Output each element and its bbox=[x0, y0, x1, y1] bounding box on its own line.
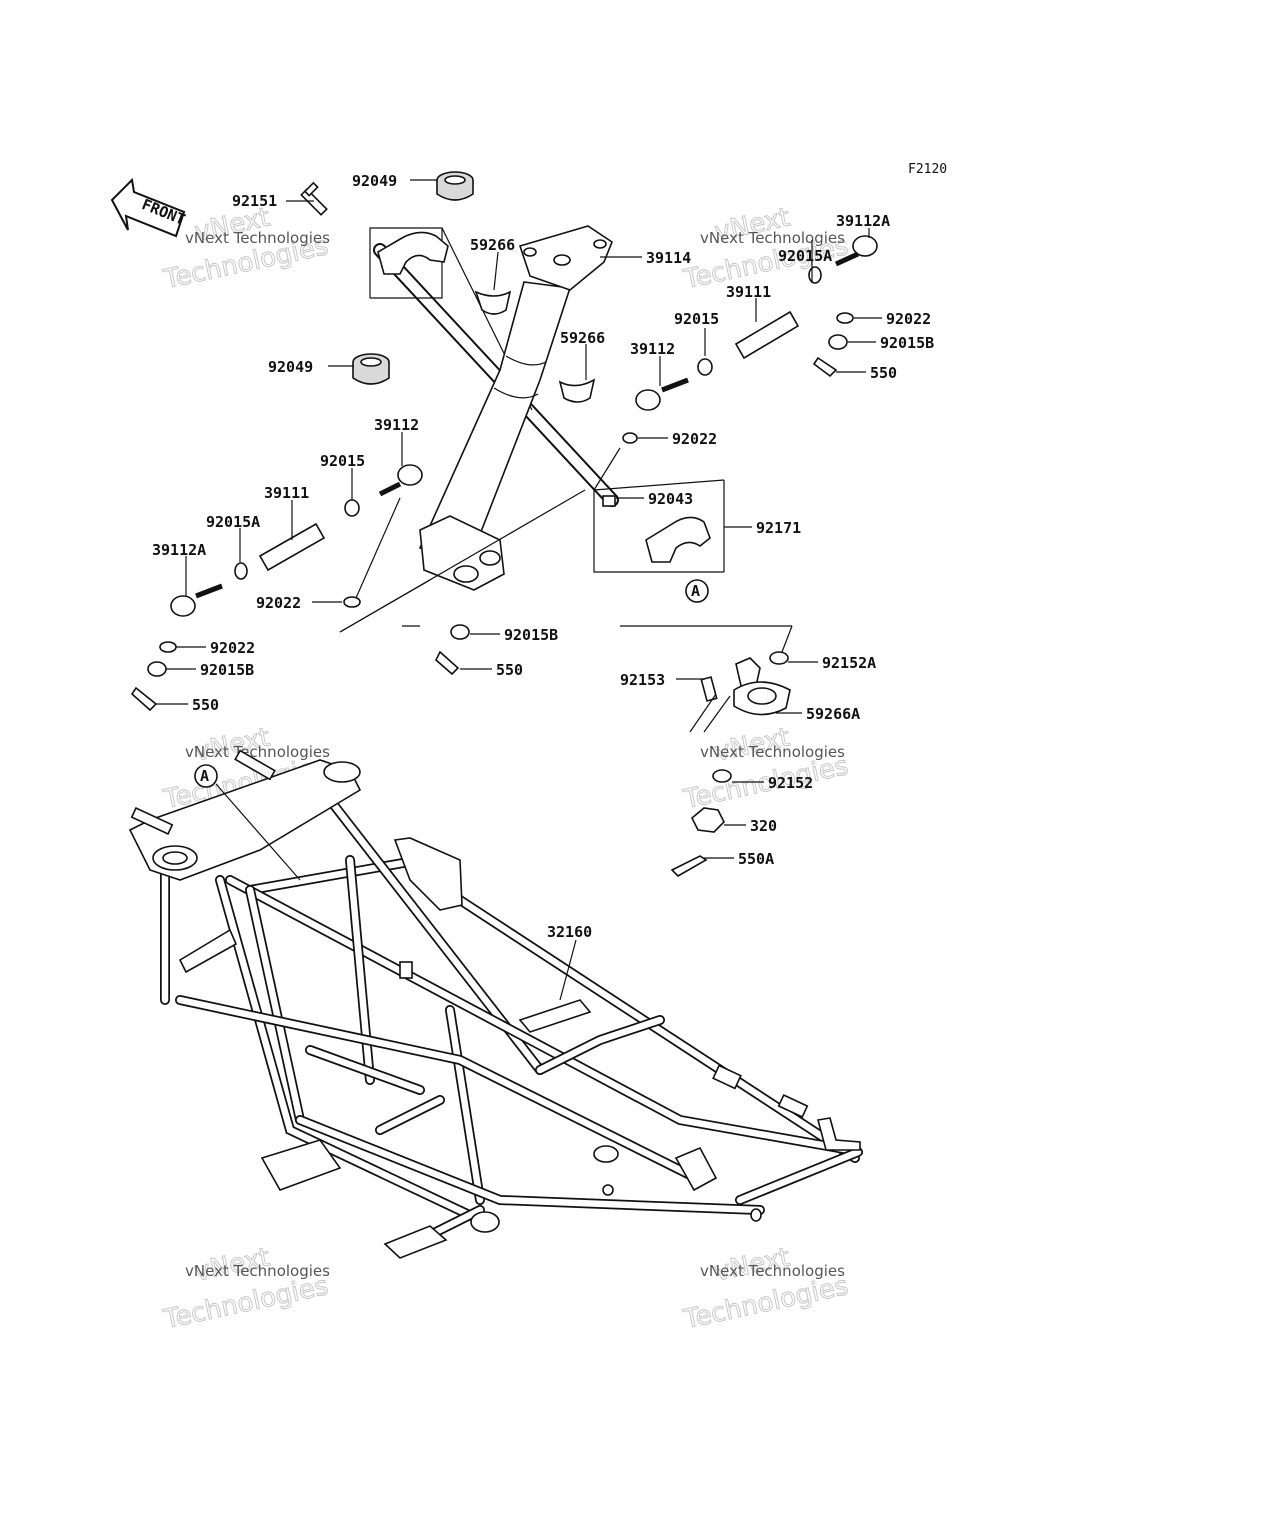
label-32160: 32160 bbox=[547, 923, 592, 941]
label-59266-top: 59266 bbox=[470, 236, 515, 254]
ref-a-lower: A bbox=[200, 767, 209, 785]
label-320: 320 bbox=[750, 817, 777, 835]
svg-text:Technologies: Technologies bbox=[160, 1271, 331, 1335]
label-92015-left: 92015 bbox=[320, 452, 365, 470]
label-39112A-right: 39112A bbox=[836, 212, 890, 230]
label-92022-left: 92022 bbox=[256, 594, 301, 612]
diagram-code: F2120 bbox=[908, 162, 947, 177]
label-39111-left: 39111 bbox=[264, 484, 309, 502]
steering-stem-drawing: A bbox=[130, 171, 878, 712]
label-92015A-right: 92015A bbox=[778, 247, 832, 265]
label-550-left: 550 bbox=[192, 696, 219, 714]
svg-text:Technologies: Technologies bbox=[680, 1271, 851, 1335]
label-92151: 92151 bbox=[232, 192, 277, 210]
watermark-bottom-right: vNext Technologies bbox=[680, 1242, 852, 1336]
watermark-caption-4: vNext Technologies bbox=[700, 743, 845, 761]
label-550A: 550A bbox=[738, 850, 774, 868]
label-92015B-mid: 92015B bbox=[504, 626, 558, 644]
watermark-caption-5: vNext Technologies bbox=[185, 1262, 330, 1280]
watermark-caption-6: vNext Technologies bbox=[700, 1262, 845, 1280]
label-92043: 92043 bbox=[648, 490, 693, 508]
watermark-caption-3: vNext Technologies bbox=[185, 743, 330, 761]
label-59266-mid: 59266 bbox=[560, 329, 605, 347]
main-frame-drawing: A bbox=[128, 749, 863, 1259]
watermark-caption-1: vNext Technologies bbox=[185, 229, 330, 247]
label-39112-left: 39112 bbox=[374, 416, 419, 434]
mount-parts-drawing bbox=[670, 651, 791, 877]
ref-a-upper: A bbox=[691, 582, 700, 600]
label-92015B-left: 92015B bbox=[200, 661, 254, 679]
watermark-mid-right: vNext Technologies bbox=[680, 722, 852, 816]
label-92015A-left: 92015A bbox=[206, 513, 260, 531]
label-92022-right: 92022 bbox=[886, 310, 931, 328]
label-92015B-right: 92015B bbox=[880, 334, 934, 352]
label-92022-leftlow: 92022 bbox=[210, 639, 255, 657]
label-92152: 92152 bbox=[768, 774, 813, 792]
label-550-mid: 550 bbox=[496, 661, 523, 679]
part-labels: 92151 92049 92049 59266 39114 59266 3911… bbox=[152, 172, 934, 1001]
label-92153: 92153 bbox=[620, 671, 665, 689]
watermark-caption-2: vNext Technologies bbox=[700, 229, 845, 247]
label-92049-top: 92049 bbox=[352, 172, 397, 190]
label-92049-bottom: 92049 bbox=[268, 358, 313, 376]
label-39114: 39114 bbox=[646, 249, 691, 267]
watermark-bottom-left: vNext Technologies bbox=[160, 1242, 332, 1336]
label-92022-mid: 92022 bbox=[672, 430, 717, 448]
label-92152A: 92152A bbox=[822, 654, 876, 672]
label-550-right: 550 bbox=[870, 364, 897, 382]
label-39112A-left: 39112A bbox=[152, 541, 206, 559]
label-92171: 92171 bbox=[756, 519, 801, 537]
front-arrow-icon: FRONT bbox=[110, 177, 188, 238]
label-59266A: 59266A bbox=[806, 705, 860, 723]
label-92015-right: 92015 bbox=[674, 310, 719, 328]
label-39112-right: 39112 bbox=[630, 340, 675, 358]
label-39111-right: 39111 bbox=[726, 283, 771, 301]
